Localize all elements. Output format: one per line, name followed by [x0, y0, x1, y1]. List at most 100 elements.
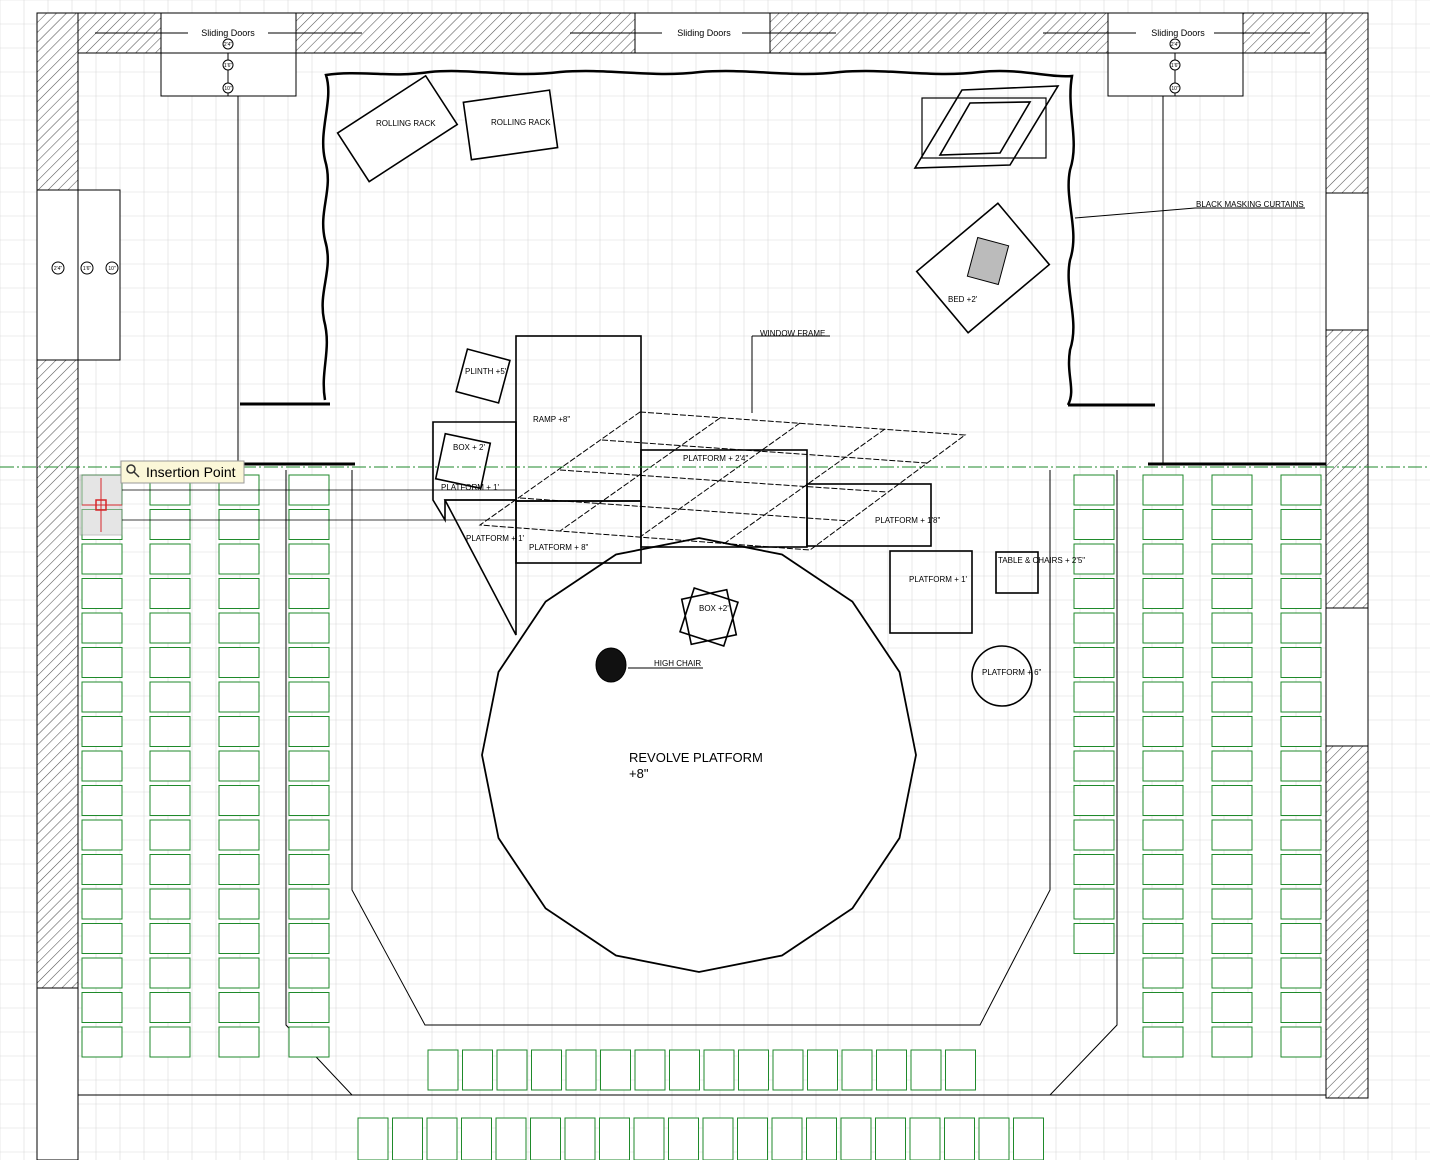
- box-center[interactable]: [679, 587, 739, 647]
- seat[interactable]: [1073, 543, 1115, 575]
- seat[interactable]: [1280, 543, 1322, 575]
- table-and-chairs[interactable]: [995, 551, 1039, 594]
- seat[interactable]: [462, 1049, 493, 1091]
- seat[interactable]: [1142, 957, 1184, 989]
- seat[interactable]: [218, 785, 260, 816]
- seat[interactable]: [565, 1049, 597, 1091]
- seat[interactable]: [149, 612, 191, 644]
- seat[interactable]: [978, 1117, 1010, 1160]
- seat[interactable]: [288, 750, 330, 782]
- seat[interactable]: [288, 681, 330, 713]
- seat[interactable]: [669, 1049, 700, 1091]
- seat[interactable]: [218, 509, 260, 540]
- seat[interactable]: [1073, 819, 1115, 851]
- seat[interactable]: [668, 1117, 699, 1160]
- seat[interactable]: [1142, 923, 1184, 954]
- seat[interactable]: [1211, 612, 1253, 644]
- platform-left-c[interactable]: [515, 500, 642, 564]
- seat[interactable]: [1280, 888, 1322, 920]
- platform-left-b[interactable]: [443, 499, 517, 636]
- seat[interactable]: [149, 681, 191, 713]
- platform-center[interactable]: [640, 449, 808, 548]
- seat[interactable]: [1280, 716, 1322, 747]
- seat[interactable]: [288, 647, 330, 678]
- seat[interactable]: [772, 1049, 804, 1091]
- seat[interactable]: [461, 1117, 492, 1160]
- seat[interactable]: [599, 1117, 630, 1160]
- seat[interactable]: [218, 612, 260, 644]
- insertion-point-marker[interactable]: [79, 474, 515, 536]
- seat[interactable]: [149, 543, 191, 575]
- seat[interactable]: [81, 647, 123, 678]
- seat[interactable]: [1073, 578, 1115, 609]
- seat[interactable]: [1142, 543, 1184, 575]
- seat[interactable]: [1211, 509, 1253, 540]
- seat[interactable]: [288, 957, 330, 989]
- seat[interactable]: [1280, 1026, 1322, 1058]
- seat[interactable]: [426, 1117, 458, 1160]
- seat[interactable]: [149, 716, 191, 747]
- seat[interactable]: [1073, 612, 1115, 644]
- seat[interactable]: [288, 785, 330, 816]
- seat[interactable]: [288, 1026, 330, 1058]
- seat[interactable]: [149, 992, 191, 1023]
- seat[interactable]: [81, 785, 123, 816]
- seat[interactable]: [218, 543, 260, 575]
- seat[interactable]: [944, 1117, 975, 1160]
- seat[interactable]: [600, 1049, 631, 1091]
- seat[interactable]: [840, 1117, 872, 1160]
- seat[interactable]: [218, 750, 260, 782]
- seat[interactable]: [149, 957, 191, 989]
- seat[interactable]: [1013, 1117, 1044, 1160]
- seat[interactable]: [288, 854, 330, 885]
- seat[interactable]: [218, 1026, 260, 1058]
- seat[interactable]: [1211, 957, 1253, 989]
- seat[interactable]: [1073, 785, 1115, 816]
- seat[interactable]: [149, 785, 191, 816]
- seat[interactable]: [530, 1117, 561, 1160]
- seat[interactable]: [288, 819, 330, 851]
- window-frame[interactable]: [478, 411, 967, 551]
- seat[interactable]: [1211, 785, 1253, 816]
- seat[interactable]: [1211, 888, 1253, 920]
- seat[interactable]: [1073, 923, 1115, 954]
- seat[interactable]: [495, 1117, 527, 1160]
- seat[interactable]: [1142, 647, 1184, 678]
- seat[interactable]: [531, 1049, 562, 1091]
- seat[interactable]: [288, 612, 330, 644]
- seat[interactable]: [288, 992, 330, 1023]
- seat[interactable]: [945, 1049, 976, 1091]
- seat[interactable]: [288, 888, 330, 920]
- mirror-frame[interactable]: [913, 85, 1060, 169]
- seat[interactable]: [288, 543, 330, 575]
- seat[interactable]: [357, 1117, 389, 1160]
- seat[interactable]: [1142, 612, 1184, 644]
- seat[interactable]: [1142, 750, 1184, 782]
- platform-right-b[interactable]: [889, 550, 973, 634]
- seat[interactable]: [841, 1049, 873, 1091]
- seat[interactable]: [149, 509, 191, 540]
- seat[interactable]: [288, 578, 330, 609]
- seat[interactable]: [218, 923, 260, 954]
- seat[interactable]: [1280, 509, 1322, 540]
- seat[interactable]: [149, 1026, 191, 1058]
- seat[interactable]: [81, 1026, 123, 1058]
- seat[interactable]: [1142, 681, 1184, 713]
- seat[interactable]: [1280, 854, 1322, 885]
- seat[interactable]: [1280, 957, 1322, 989]
- seat[interactable]: [909, 1117, 941, 1160]
- seat[interactable]: [875, 1117, 906, 1160]
- seat[interactable]: [392, 1117, 423, 1160]
- seat[interactable]: [81, 957, 123, 989]
- seat[interactable]: [1211, 750, 1253, 782]
- seat[interactable]: [1073, 509, 1115, 540]
- seat[interactable]: [149, 888, 191, 920]
- seat[interactable]: [1211, 543, 1253, 575]
- revolve-platform[interactable]: [481, 537, 917, 973]
- seat[interactable]: [149, 923, 191, 954]
- seat[interactable]: [1142, 1026, 1184, 1058]
- seat[interactable]: [1142, 578, 1184, 609]
- seat[interactable]: [1073, 647, 1115, 678]
- seat[interactable]: [1280, 612, 1322, 644]
- seat[interactable]: [1280, 578, 1322, 609]
